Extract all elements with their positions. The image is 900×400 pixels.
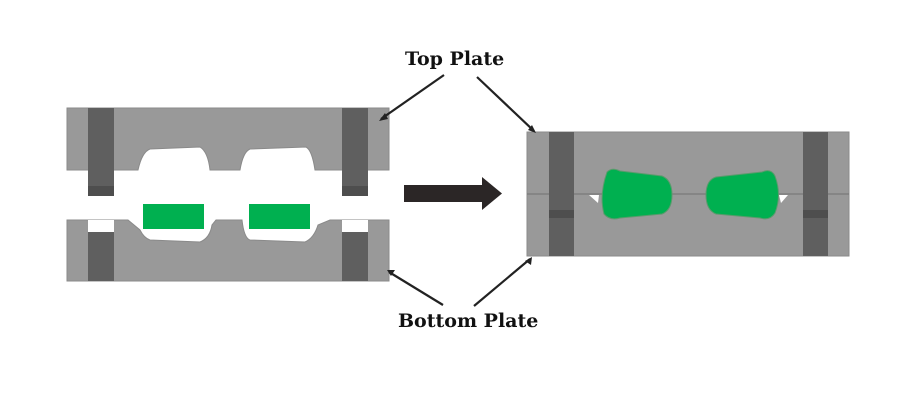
leader-arrowheads	[379, 113, 536, 276]
open-mold	[66, 107, 390, 282]
top-plate-label: Top Plate	[405, 48, 505, 70]
material-preform-left	[143, 204, 204, 229]
closed-mold	[526, 131, 850, 257]
right-arrow-icon	[404, 177, 502, 210]
compressed-material-right	[705, 170, 779, 220]
compressed-material-left	[601, 168, 673, 220]
bottom-plate-label: Bottom Plate	[398, 310, 539, 332]
material-preform-right	[249, 204, 310, 229]
leader-lines	[380, 74, 535, 307]
open-mold-bottom-plate	[66, 219, 390, 282]
open-mold-top-plate	[66, 107, 390, 196]
